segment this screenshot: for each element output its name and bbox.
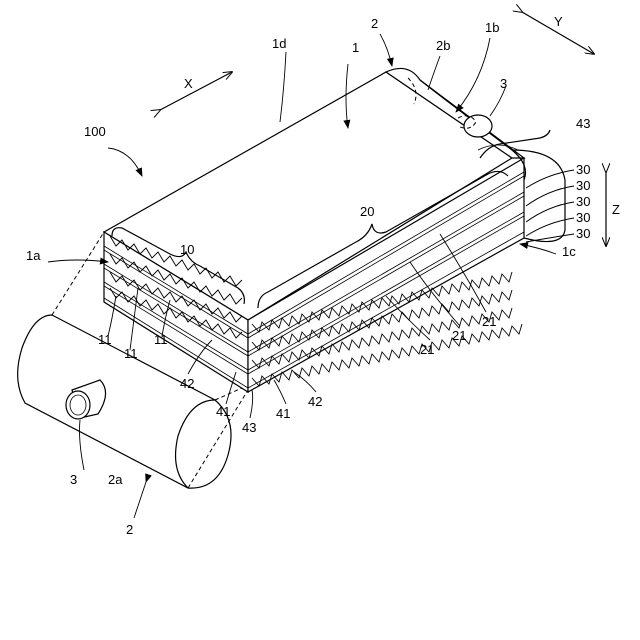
label-2b: 2b xyxy=(436,38,450,53)
label-20: 20 xyxy=(360,204,374,219)
label-42-right: 42 xyxy=(308,394,322,409)
label-axis-y: Y xyxy=(554,14,563,29)
label-11-1: 11 xyxy=(98,332,112,347)
label-1c: 1c xyxy=(562,244,576,259)
label-1b: 1b xyxy=(485,20,499,35)
label-10: 10 xyxy=(180,242,194,257)
label-2-top: 2 xyxy=(371,16,378,31)
label-2-bottom: 2 xyxy=(126,522,133,537)
label-43-top: 43 xyxy=(576,116,590,131)
label-21-3: 21 xyxy=(420,342,434,357)
label-41-left: 41 xyxy=(216,404,230,419)
label-100: 100 xyxy=(84,124,106,139)
label-axis-z: Z xyxy=(612,202,620,217)
label-30-3: 30 xyxy=(576,194,590,209)
label-3-left: 3 xyxy=(70,472,77,487)
label-42-left: 42 xyxy=(180,376,194,391)
label-11-2: 11 xyxy=(124,346,138,361)
label-2a: 2a xyxy=(108,472,123,487)
axis-x-arrow xyxy=(160,72,232,110)
label-41-right: 41 xyxy=(276,406,290,421)
label-21-1: 21 xyxy=(482,314,496,329)
label-axis-x: X xyxy=(184,76,193,91)
label-11-3: 11 xyxy=(154,332,168,347)
label-43-bottom: 43 xyxy=(242,420,256,435)
core-block xyxy=(104,68,565,392)
label-1d: 1d xyxy=(272,36,286,51)
label-1: 1 xyxy=(352,40,359,55)
label-30-4: 30 xyxy=(576,210,590,225)
label-30-5: 30 xyxy=(576,226,590,241)
label-1a: 1a xyxy=(26,248,41,263)
label-30-1: 30 xyxy=(576,162,590,177)
label-30-2: 30 xyxy=(576,178,590,193)
label-21-2: 21 xyxy=(452,328,466,343)
label-3-right: 3 xyxy=(500,76,507,91)
